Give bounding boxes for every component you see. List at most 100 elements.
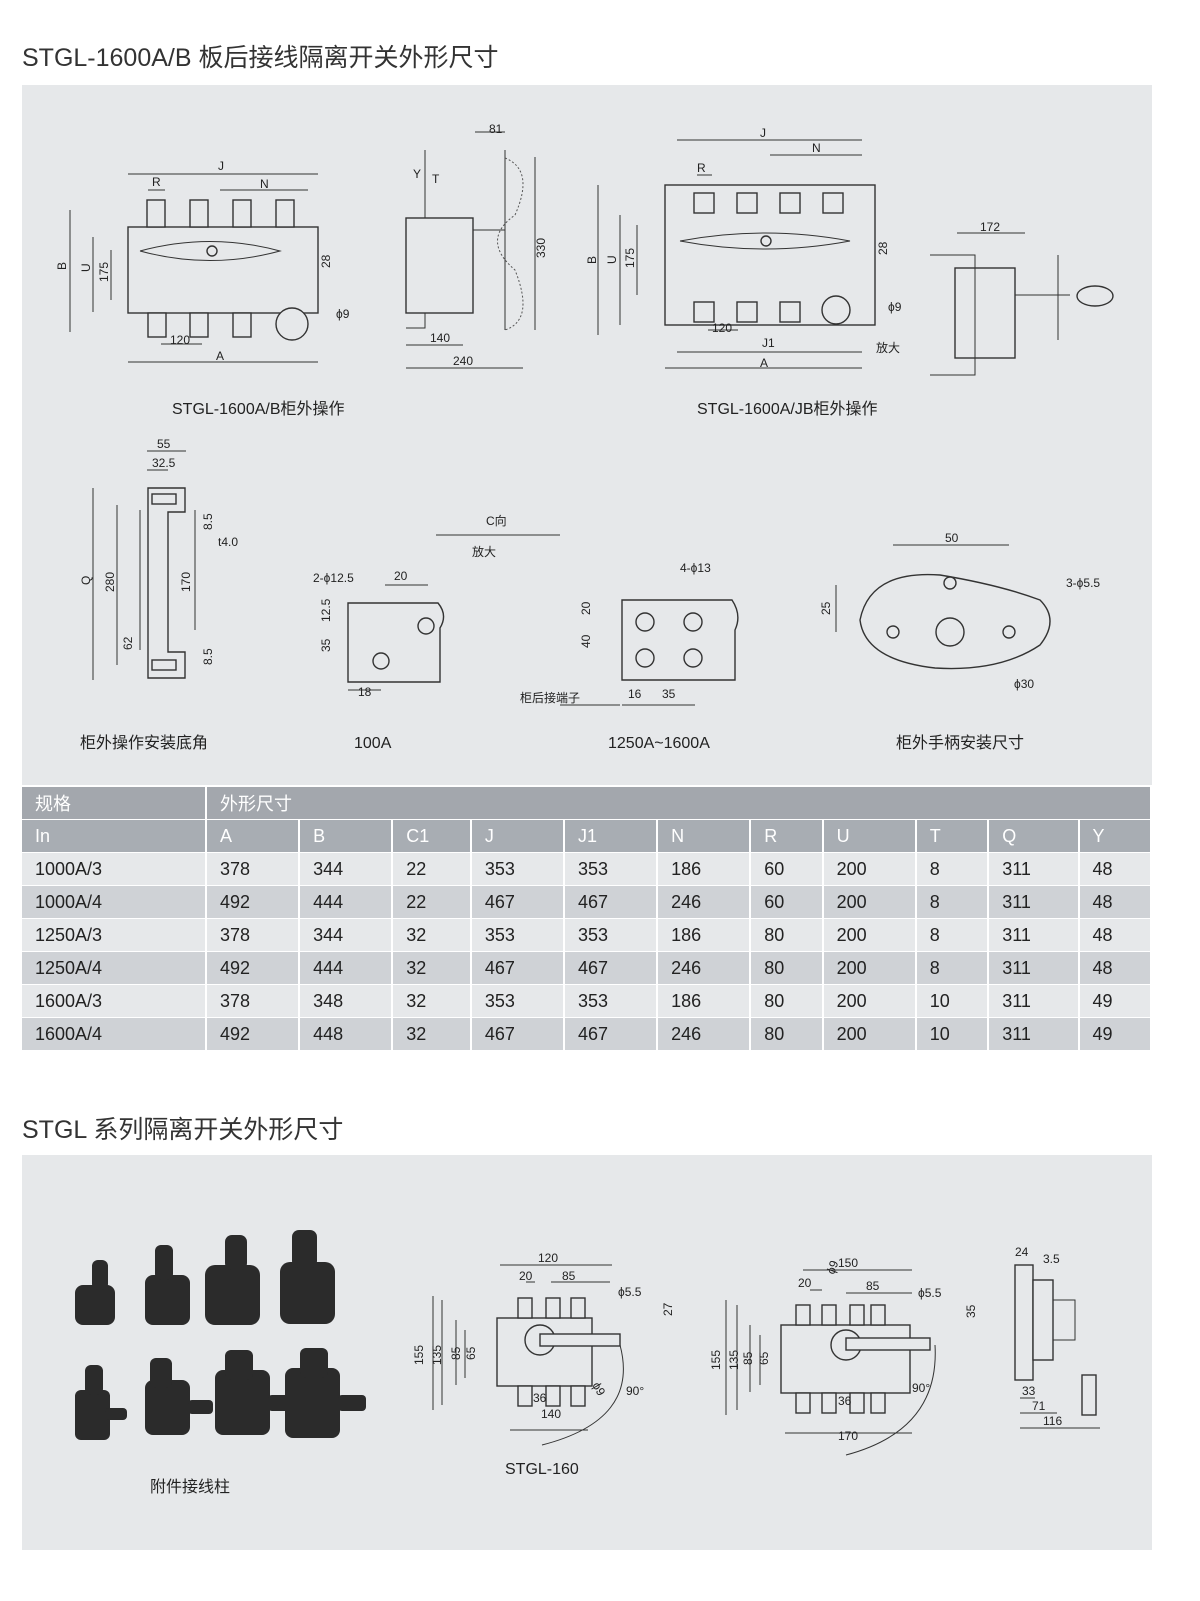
- table-cell: 48: [1078, 852, 1153, 886]
- svg-text:20: 20: [579, 601, 593, 615]
- column-header: Y: [1078, 819, 1153, 853]
- table-cell: 22: [392, 885, 472, 919]
- svg-text:ϕ30: ϕ30: [1014, 677, 1034, 691]
- svg-text:8.5: 8.5: [201, 513, 215, 530]
- svg-text:85: 85: [741, 1351, 755, 1365]
- table-cell: 492: [206, 1017, 301, 1051]
- svg-text:55: 55: [157, 437, 171, 451]
- table-cell: 353: [563, 918, 659, 952]
- svg-text:4-ϕ13: 4-ϕ13: [680, 561, 711, 575]
- svg-text:1250A~1600A: 1250A~1600A: [608, 735, 710, 752]
- svg-text:3-ϕ5.5: 3-ϕ5.5: [1066, 576, 1100, 590]
- table-cell: 1600A/3: [22, 984, 207, 1018]
- table-cell: 492: [206, 951, 301, 985]
- table-cell: 32: [392, 918, 472, 952]
- svg-text:J: J: [760, 126, 766, 140]
- svg-text:ϕ9: ϕ9: [824, 1258, 842, 1276]
- svg-text:170: 170: [838, 1429, 858, 1443]
- svg-text:120: 120: [170, 333, 190, 347]
- svg-text:280: 280: [103, 572, 117, 592]
- svg-text:ϕ9: ϕ9: [336, 307, 350, 321]
- table-cell: 8: [915, 951, 990, 985]
- table-cell: 80: [750, 918, 824, 952]
- svg-text:35: 35: [662, 687, 676, 701]
- column-header: T: [915, 819, 990, 853]
- svg-text:STGL-160: STGL-160: [505, 1461, 579, 1478]
- table-cell: 49: [1078, 1017, 1153, 1051]
- table-cell: 80: [750, 951, 824, 985]
- svg-text:32.5: 32.5: [152, 456, 176, 470]
- svg-text:71: 71: [1032, 1399, 1046, 1413]
- table-cell: 311: [988, 852, 1080, 886]
- svg-text:Y: Y: [413, 167, 421, 181]
- svg-text:16: 16: [628, 687, 642, 701]
- svg-text:40: 40: [579, 634, 593, 648]
- table-cell: 344: [299, 852, 394, 886]
- svg-text:12.5: 12.5: [319, 598, 333, 622]
- svg-text:330: 330: [534, 238, 548, 258]
- table-cell: 200: [822, 1017, 917, 1051]
- svg-text:U: U: [605, 255, 619, 264]
- svg-text:2-ϕ12.5: 2-ϕ12.5: [313, 571, 354, 585]
- column-header: In: [22, 819, 207, 853]
- table-cell: 80: [750, 1017, 824, 1051]
- svg-text:柜后接端子: 柜后接端子: [520, 690, 580, 705]
- svg-text:8.5: 8.5: [201, 648, 215, 665]
- table-cell: 1600A/4: [22, 1017, 207, 1051]
- svg-text:Q: Q: [79, 576, 93, 585]
- table-cell: 378: [206, 852, 301, 886]
- table-cell: 353: [470, 852, 565, 886]
- svg-text:81: 81: [489, 122, 503, 136]
- table-cell: 353: [563, 852, 659, 886]
- table-cell: 48: [1078, 885, 1153, 919]
- svg-text:STGL-1600A/B柜外操作: STGL-1600A/B柜外操作: [172, 400, 345, 418]
- svg-text:N: N: [260, 177, 269, 191]
- table-cell: 80: [750, 984, 824, 1018]
- column-header: Q: [988, 819, 1080, 853]
- svg-text:135: 135: [430, 1345, 444, 1365]
- table-cell: 444: [299, 885, 394, 919]
- section-title-1: STGL-1600A/B 板后接线隔离开关外形尺寸: [22, 44, 499, 72]
- table-cell: 48: [1078, 918, 1153, 952]
- table-cell: 60: [750, 885, 824, 919]
- svg-text:28: 28: [319, 254, 333, 268]
- fig5-1250-1600A: 4-ϕ13 20 40 柜后接端子 16 35 1250A~1600A: [520, 561, 739, 752]
- table-cell: 353: [470, 918, 565, 952]
- svg-text:B: B: [585, 256, 599, 264]
- svg-text:85: 85: [562, 1269, 576, 1283]
- svg-text:J: J: [218, 159, 224, 173]
- svg-text:35: 35: [964, 1304, 978, 1318]
- svg-text:ϕ5.5: ϕ5.5: [618, 1285, 642, 1299]
- table-cell: 311: [988, 984, 1080, 1018]
- table-cell: 186: [657, 984, 752, 1018]
- svg-text:A: A: [216, 349, 224, 363]
- svg-text:28: 28: [876, 241, 890, 255]
- svg-text:18: 18: [358, 685, 372, 699]
- svg-text:155: 155: [412, 1345, 426, 1365]
- svg-text:R: R: [697, 161, 706, 175]
- svg-text:120: 120: [538, 1251, 558, 1265]
- table-cell: 311: [988, 1017, 1080, 1051]
- svg-text:35: 35: [319, 638, 333, 652]
- table-cell: 32: [392, 984, 472, 1018]
- section-title-2: STGL 系列隔离开关外形尺寸: [22, 1116, 344, 1144]
- table-cell: 467: [563, 1017, 659, 1051]
- column-header: J: [470, 819, 565, 853]
- svg-text:150: 150: [838, 1256, 858, 1270]
- table-cell: 8: [915, 885, 990, 919]
- svg-text:STGL-1600A/JB柜外操作: STGL-1600A/JB柜外操作: [697, 400, 878, 418]
- svg-text:175: 175: [623, 248, 637, 268]
- table-cell: 353: [563, 984, 659, 1018]
- svg-text:T: T: [432, 172, 440, 186]
- table-cell: 448: [299, 1017, 394, 1051]
